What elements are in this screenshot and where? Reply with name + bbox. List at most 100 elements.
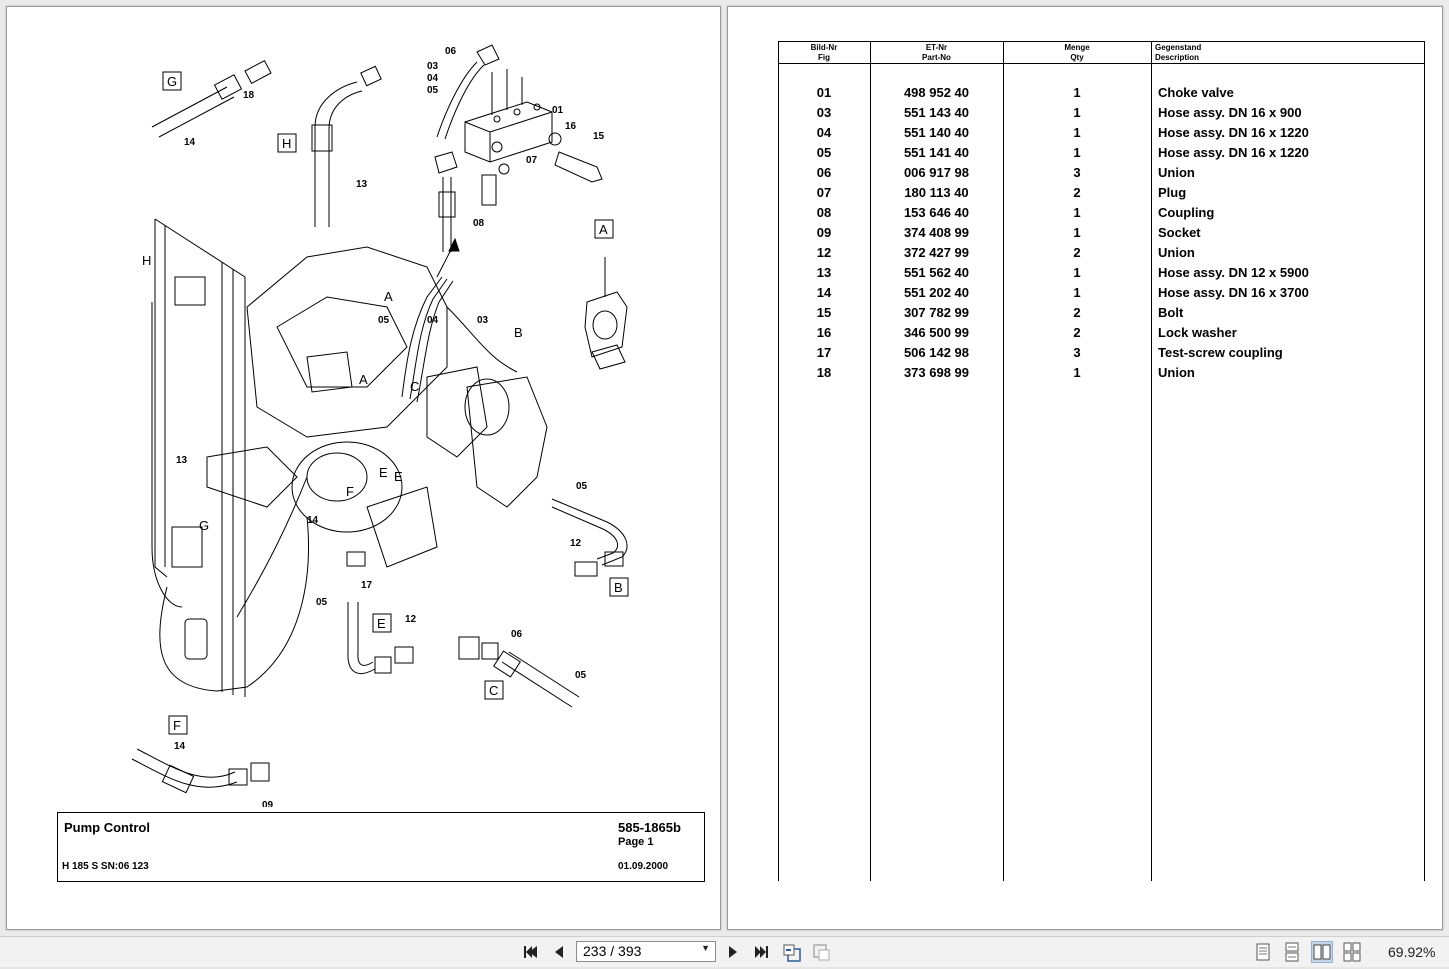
callout-05-b: 05	[576, 481, 588, 492]
cell-description: Union	[1158, 245, 1195, 260]
callout-18: 18	[243, 90, 255, 101]
cell-fig: 03	[816, 105, 832, 120]
cell-qty: 3	[1073, 165, 1081, 180]
cell-fig: 07	[816, 185, 832, 200]
callout-13-frame: 13	[176, 455, 188, 466]
drawing-page: G H A B C E F H G A A B C E E F 06 03 04…	[6, 6, 721, 930]
detail-letter-f: F	[173, 718, 181, 733]
go-forward-icon[interactable]	[811, 942, 831, 962]
title-block: Pump Control 585-1865b Page 1 H 185 S SN…	[57, 812, 705, 882]
cell-part-no: 551 202 40	[903, 285, 970, 300]
document-viewer: G H A B C E F H G A A B C E E F 06 03 04…	[6, 6, 1443, 930]
callout-06-c: 06	[511, 629, 523, 640]
cell-part-no: 551 140 40	[903, 125, 970, 140]
callout-05: 05	[427, 85, 439, 96]
cell-qty: 2	[1073, 325, 1081, 340]
cell-part-no: 372 427 99	[903, 245, 970, 260]
callout-03-pump: 03	[477, 315, 489, 326]
two-page-continuous-icon[interactable]	[1341, 941, 1363, 963]
cell-fig: 16	[816, 325, 832, 340]
cell-description: Union	[1158, 165, 1195, 180]
cell-description: Bolt	[1158, 305, 1184, 320]
cell-part-no: 551 143 40	[903, 105, 970, 120]
first-page-icon[interactable]	[521, 942, 541, 962]
callout-15: 15	[593, 131, 605, 142]
cell-fig: 12	[816, 245, 832, 260]
callout-14-frame: 14	[307, 515, 319, 526]
drawing-title: Pump Control	[64, 820, 150, 835]
cell-fig: 04	[816, 125, 832, 140]
cell-part-no: 551 562 40	[903, 265, 970, 280]
detail-letter-h: H	[282, 136, 291, 151]
callout-01: 01	[552, 105, 564, 116]
cell-part-no: 153 646 40	[903, 205, 970, 220]
cell-description: Hose assy. DN 16 x 900	[1158, 105, 1302, 120]
zoom-level[interactable]: 69.92%	[1388, 944, 1436, 960]
callout-12-b: 12	[570, 538, 582, 549]
callout-12-e: 12	[405, 614, 417, 625]
ref-letter-e2: E	[394, 469, 403, 484]
go-back-icon[interactable]	[781, 942, 801, 962]
two-page-icon[interactable]	[1311, 941, 1333, 963]
ref-letter-b: B	[514, 325, 523, 340]
cell-qty: 1	[1073, 125, 1081, 140]
cell-part-no: 346 500 99	[903, 325, 970, 340]
cell-part-no: 006 917 98	[903, 165, 970, 180]
exploded-view-drawing: G H A B C E F H G A A B C E E F 06 03 04…	[131, 44, 629, 807]
ref-letter-a: A	[384, 289, 393, 304]
last-page-icon[interactable]	[751, 942, 771, 962]
callout-04: 04	[427, 73, 439, 84]
cell-fig: 09	[816, 225, 832, 240]
cell-description: Choke valve	[1158, 85, 1234, 100]
callout-04-pump: 04	[427, 315, 439, 326]
detail-letter-g: G	[167, 74, 177, 89]
page-number-field[interactable]: 233 / 393 ▼	[576, 941, 716, 962]
cell-qty: 2	[1073, 185, 1081, 200]
cell-description: Hose assy. DN 16 x 3700	[1158, 285, 1309, 300]
cell-qty: 1	[1073, 225, 1081, 240]
model-serial: H 185 S SN:06 123	[62, 861, 149, 872]
next-page-icon[interactable]	[723, 942, 743, 962]
chevron-down-icon[interactable]: ▼	[701, 943, 710, 953]
cell-description: Lock washer	[1158, 325, 1237, 340]
page-indicator: 233 / 393	[583, 943, 642, 959]
cell-description: Test-screw coupling	[1158, 345, 1283, 360]
cell-description: Hose assy. DN 16 x 1220	[1158, 125, 1309, 140]
single-page-icon[interactable]	[1252, 941, 1274, 963]
callout-05-c: 05	[575, 670, 587, 681]
cell-part-no: 551 141 40	[903, 145, 970, 160]
callout-14-f: 14	[174, 741, 186, 752]
callout-03: 03	[427, 61, 439, 72]
table-row: 16 346 500 99 2 Lock washer	[778, 323, 1425, 343]
continuous-icon[interactable]	[1281, 941, 1303, 963]
issue-date: 01.09.2000	[618, 861, 669, 872]
detail-letter-c: C	[489, 683, 498, 698]
cell-qty: 2	[1073, 305, 1081, 320]
callout-05-pump: 05	[378, 315, 390, 326]
cell-description: Plug	[1158, 185, 1187, 200]
cell-fig: 13	[816, 265, 832, 280]
cell-qty: 3	[1073, 345, 1081, 360]
callout-16: 16	[565, 121, 577, 132]
callout-14: 14	[184, 137, 196, 148]
ref-letter-g: G	[199, 518, 209, 533]
ref-letter-c: C	[410, 379, 419, 394]
prev-page-icon[interactable]	[549, 942, 569, 962]
cell-part-no: 307 782 99	[903, 305, 970, 320]
cell-qty: 2	[1073, 245, 1081, 260]
ref-letter-e: E	[379, 465, 388, 480]
cell-fig: 18	[816, 365, 832, 380]
